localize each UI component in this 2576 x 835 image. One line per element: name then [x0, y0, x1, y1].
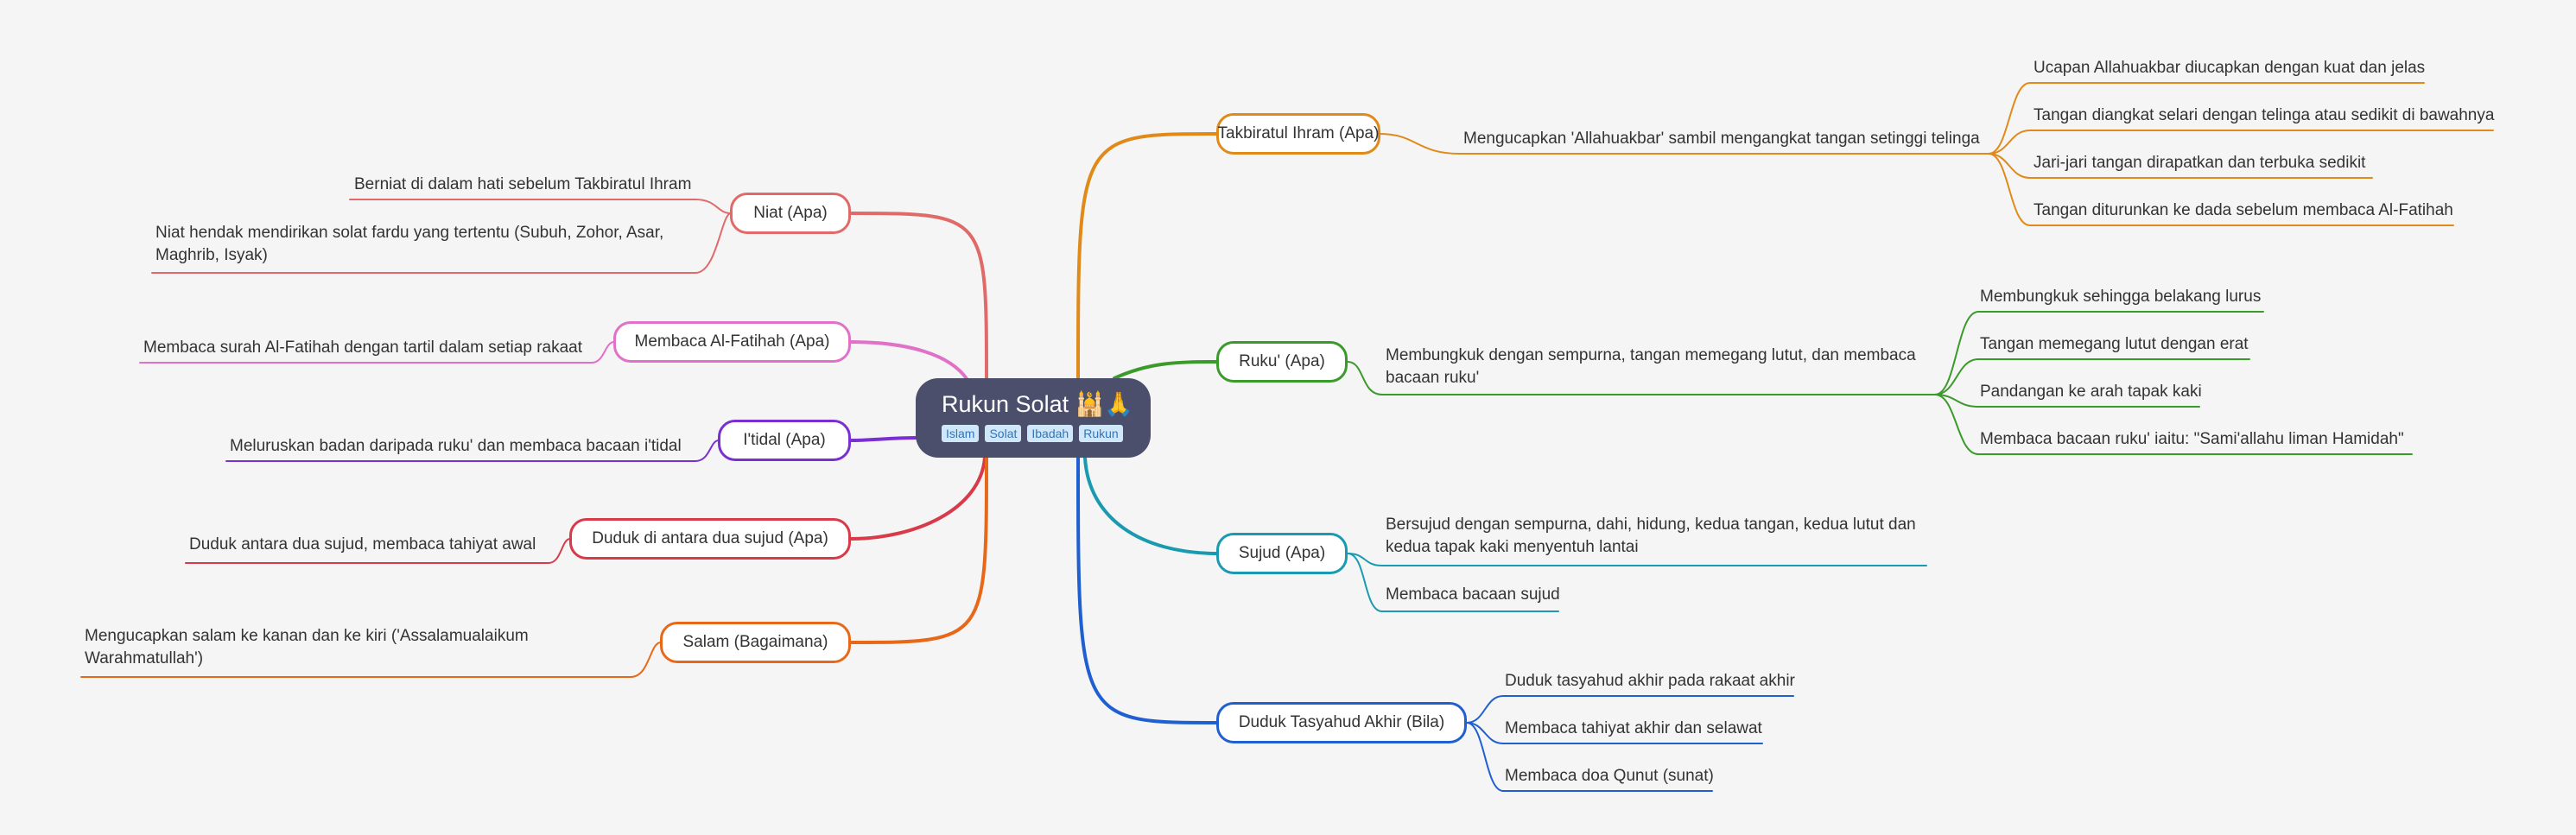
underline-tasyahud-2: [1466, 722, 1763, 744]
underline-duduk-1: [185, 538, 571, 564]
root-title: Rukun Solat 🕌🙏: [942, 389, 1151, 420]
underline-niat-2: [151, 212, 732, 274]
branch-salam[interactable]: Salam (Bagaimana): [660, 622, 851, 663]
mosque-prayer-icon: 🕌🙏: [1075, 391, 1133, 417]
ruku-sub-3[interactable]: Pandangan ke arah tapak kaki: [1980, 383, 2202, 401]
connector-takbir-sub-1: [1988, 82, 2425, 155]
root-title-text: Rukun Solat: [942, 391, 1069, 417]
branch-ruku[interactable]: Ruku' (Apa): [1216, 341, 1348, 383]
branch-sujud[interactable]: Sujud (Apa): [1216, 533, 1348, 574]
tag-rukun[interactable]: Rukun: [1079, 425, 1123, 442]
underline-itidal-1: [225, 440, 720, 462]
connector-ruku-sub-4: [1934, 394, 2413, 455]
underline-sujud-2: [1347, 553, 1559, 612]
tag-solat[interactable]: Solat: [985, 425, 1022, 442]
ruku-sub-1[interactable]: Membungkuk sehingga belakang lurus: [1980, 288, 2262, 306]
connector-takbir-sub-3: [1988, 153, 2373, 179]
branch-duduk-tasyahud-akhir[interactable]: Duduk Tasyahud Akhir (Bila): [1216, 702, 1467, 743]
connector-root-fatihah: [848, 340, 969, 382]
tasyahud-item-1[interactable]: Duduk tasyahud akhir pada rakaat akhir: [1505, 672, 1795, 690]
takbir-sub-2[interactable]: Tangan diangkat selari dengan telinga at…: [2034, 106, 2495, 124]
connector-takbir-sub-4: [1988, 153, 2454, 226]
underline-ruku-detail: [1347, 361, 1936, 395]
branch-itidal[interactable]: I'tidal (Apa): [718, 420, 851, 461]
takbir-sub-4[interactable]: Tangan diturunkan ke dada sebelum membac…: [2034, 201, 2453, 219]
ruku-sub-4[interactable]: Membaca bacaan ruku' iaitu: "Sami'allahu…: [1980, 430, 2404, 448]
connector-ruku-sub-1: [1934, 311, 2264, 395]
underline-tasyahud-1: [1466, 695, 1794, 724]
tasyahud-item-2[interactable]: Membaca tahiyat akhir dan selawat: [1505, 719, 1762, 737]
takbir-sub-1[interactable]: Ucapan Allahuakbar diucapkan dengan kuat…: [2034, 59, 2426, 77]
connector-ruku-sub-3: [1934, 394, 2200, 408]
branch-membaca-al-fatihah[interactable]: Membaca Al-Fatihah (Apa): [613, 321, 851, 363]
underline-takbir-detail: [1379, 133, 1989, 155]
underline-salam-1: [80, 642, 662, 678]
root-tags: Islam Solat Ibadah Rukun: [942, 425, 1151, 442]
underline-fatihah-1: [139, 341, 615, 364]
underline-tasyahud-3: [1466, 722, 1713, 792]
connector-root-takbir: [1076, 132, 1220, 382]
connector-root-duduk: [848, 456, 987, 541]
tag-islam[interactable]: Islam: [942, 425, 980, 442]
takbir-sub-3[interactable]: Jari-jari tangan dirapatkan dan terbuka …: [2034, 154, 2366, 172]
connector-root-tasyahud: [1076, 456, 1220, 724]
ruku-sub-2[interactable]: Tangan memegang lutut dengan erat: [1980, 335, 2249, 353]
underline-niat-1: [349, 199, 732, 214]
takbir-detail[interactable]: Mengucapkan 'Allahuakbar' sambil mengang…: [1463, 130, 1980, 148]
root-topic[interactable]: Rukun Solat 🕌🙏 Islam Solat Ibadah Rukun: [916, 378, 1151, 458]
fatihah-item-1[interactable]: Membaca surah Al-Fatihah dengan tartil d…: [143, 338, 582, 357]
niat-item-1[interactable]: Berniat di dalam hati sebelum Takbiratul…: [354, 175, 692, 193]
connector-root-ruku: [1113, 360, 1220, 380]
sujud-item-1[interactable]: Bersujud dengan sempurna, dahi, hidung, …: [1386, 516, 1916, 556]
tasyahud-item-3[interactable]: Membaca doa Qunut (sunat): [1505, 767, 1714, 785]
branch-niat[interactable]: Niat (Apa): [730, 193, 851, 234]
underline-sujud-1: [1347, 553, 1927, 566]
connector-root-itidal: [848, 436, 919, 442]
ruku-detail[interactable]: Membungkuk dengan sempurna, tangan memeg…: [1386, 346, 1916, 387]
duduk-item-1[interactable]: Duduk antara dua sujud, membaca tahiyat …: [189, 535, 536, 554]
sujud-item-2[interactable]: Membaca bacaan sujud: [1386, 585, 1560, 604]
branch-duduk-antara-dua-sujud[interactable]: Duduk di antara dua sujud (Apa): [569, 518, 851, 560]
salam-item-1[interactable]: Mengucapkan salam ke kanan dan ke kiri (…: [85, 627, 529, 667]
tag-ibadah[interactable]: Ibadah: [1027, 425, 1074, 442]
connector-root-salam: [848, 456, 988, 644]
niat-item-2[interactable]: Niat hendak mendirikan solat fardu yang …: [155, 224, 664, 264]
connector-root-sujud: [1083, 456, 1220, 555]
connector-ruku-sub-2: [1934, 358, 2250, 395]
branch-takbiratul-ihram[interactable]: Takbiratul Ihram (Apa): [1216, 113, 1380, 155]
connector-root-niat: [848, 212, 988, 382]
itidal-item-1[interactable]: Meluruskan badan daripada ruku' dan memb…: [230, 437, 682, 455]
connector-takbir-sub-2: [1988, 130, 2494, 155]
